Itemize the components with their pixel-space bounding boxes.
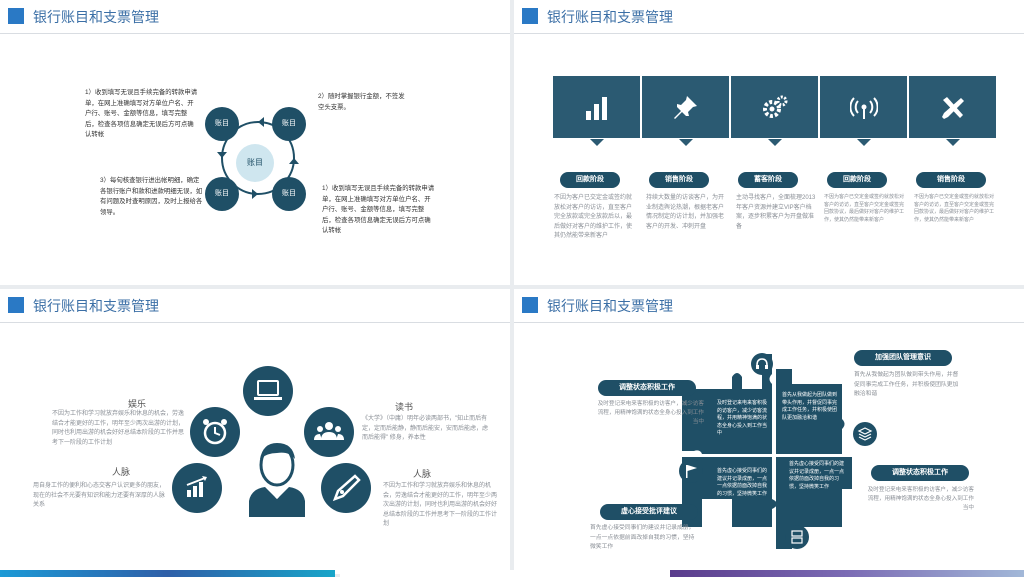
stage-tile-3	[730, 75, 819, 139]
title-square-icon	[522, 297, 538, 313]
stage-label-4: 回款阶段	[827, 172, 887, 188]
clock-circle	[190, 407, 240, 457]
team-icon	[314, 422, 344, 440]
stage-text-5: 不因为客户已交定金或签约就放松对客户的访访，直至客户交定金或签完回款协议，最后做…	[914, 194, 995, 223]
slide-header: 银行账目和支票管理	[514, 0, 1024, 34]
stage-tile-4	[819, 75, 908, 139]
tile-pointer	[768, 139, 782, 146]
slide-title: 银行账目和支票管理	[33, 9, 159, 25]
title-square-icon	[522, 8, 538, 24]
stage-text-3: 主动寻找客户，全面梳理2013年客户资源并建立VIP客户档案，逐步积累客户为开盘…	[736, 195, 816, 230]
tile-pointer	[679, 139, 693, 146]
puzzle-quadrant-shape	[682, 354, 852, 549]
stage-tile-5	[908, 75, 997, 139]
slide-title: 银行账目和支票管理	[547, 9, 673, 25]
text-yule: 不因为工作和学习就放弃娱乐和休息的机会，劳逸结合才能更好的工作，明年至少两次出游…	[52, 411, 185, 446]
stage-text-4: 不因为客户已交定金或签约就放松对客户的访访，直至客户交定金或签完回款协议，最后做…	[824, 194, 905, 223]
cycle-diagram	[217, 117, 299, 199]
growth-chart-icon	[186, 476, 207, 497]
pushpin-icon	[674, 96, 697, 119]
stage-text-1: 不因为客户已交定金或签约就放松对客户的访访，直至客户完全放款或完全放款后以，最后…	[554, 195, 633, 239]
text-top-right: 首先从我做起为团队做到带头作用，并督促同事完成工作任务，并积极使团队更加融洽和谐	[854, 372, 959, 397]
slide-1[interactable]: 银行账目和支票管理 账目 账目 账目 账目 账目 1）收到填写无误且手续完备的转…	[0, 0, 510, 285]
title-square-icon	[8, 8, 24, 24]
flag-icon	[686, 465, 697, 478]
text-top-left: 及时登记来电来客积极的访客户，减少访客流程，用精神饱满的状态全身心投入到工作当中	[597, 401, 704, 425]
title-square-icon	[8, 297, 24, 313]
slide-3[interactable]: 银行账目和支票管理 娱乐 不因为工作和学习就放弃娱乐和休息的机会，劳逸结合才能更…	[0, 289, 510, 574]
pill-top-right: 加强团队管理意识	[854, 350, 952, 366]
gears-icon	[763, 95, 788, 118]
headset-icon	[756, 358, 768, 369]
cycle-segment-bottom-right: 账目	[272, 177, 306, 211]
stage-tile-1	[552, 75, 641, 139]
next-slide-strip-2	[340, 570, 670, 577]
pill-bottom-right: 调整状态积极工作	[871, 465, 969, 481]
slide-header: 银行账目和支票管理	[514, 289, 1024, 323]
stage-text-2: 持续大数量的访谈客户，为开业制造舆论热潮，根据老客户情况制定的访计划，并加强老客…	[646, 195, 725, 230]
text-top-right: 2）随时掌握银行金额，不签发空头支票。	[318, 93, 405, 111]
next-slide-strip-1	[0, 570, 335, 577]
headset-circle	[751, 353, 773, 375]
server-circle	[785, 525, 809, 549]
text-dushu: 《大学》（中庸）明年必读两部书，"知止而后有定，定而后能静，静而后能安，安而后能…	[362, 416, 489, 441]
tile-pointer	[857, 139, 871, 146]
quadrant-text-1: 及时登记来电来客积极的访客户，减少访客流程，并用精神饱满的状态全身心投入到工作当…	[717, 400, 768, 436]
laptop-circle	[243, 366, 293, 416]
quadrant-text-2: 首先从我做起为团队做到带头作用，并督促同事完成工作任务，并积极使团队更加融洽和谐	[782, 392, 838, 421]
text-bottom-right: 1）收到填写无误且手续完备的转款申请单，在网上准确填写对方单位户名、开户行、账号…	[322, 185, 435, 234]
server-icon	[791, 530, 803, 544]
heading-dushu: 读书	[395, 402, 414, 412]
slide-4[interactable]: 银行账目和支票管理 及时登记来电来客积极的访客户，减少访客流程，并用精神饱满的状…	[514, 289, 1024, 574]
quadrant-text-4: 首先虚心接受同事们的建议并记录成册，一点一点依据前面改掉自我的习惯，坚持微笑工作	[789, 461, 845, 490]
text-bottom-right: 及时登记来电来客积极的访客户，减少访客流程，用精神饱满的状态全身心投入到工作当中	[867, 487, 974, 511]
stage-tile-2	[641, 75, 730, 139]
pill-top-left: 调整状态积极工作	[598, 380, 696, 396]
flag-circle	[679, 459, 703, 483]
heading-yule: 娱乐	[128, 399, 147, 409]
stage-label-5: 销售阶段	[916, 172, 986, 188]
slide-header: 银行账目和支票管理	[0, 289, 510, 323]
cycle-segment-bottom-left: 账目	[205, 177, 239, 211]
growth-chart-circle	[172, 463, 222, 513]
quadrant-text-3: 首先虚心接受同事们的建议并记录成册，一点一点依据前面改掉自我的习惯，坚持微笑工作	[717, 468, 768, 497]
layers-circle	[853, 422, 877, 446]
cycle-center: 账目	[236, 144, 274, 182]
wireless-signal-icon	[850, 97, 878, 119]
slide-title: 银行账目和支票管理	[33, 298, 159, 314]
cycle-segment-top-left: 账目	[205, 107, 239, 141]
stage-label-3: 蓄客阶段	[738, 172, 798, 188]
tools-icon	[942, 97, 964, 119]
text-top-left: 1）收到填写无误且手续完备的转款申请单，在网上准确填写对方单位户名、开户行、账号…	[85, 89, 198, 138]
text-renmai-right: 不因为工作和学习就放弃娱乐和休息的机会，劳逸结合才能更好的工作，明年至少两次出游…	[383, 483, 498, 527]
team-circle	[304, 407, 354, 457]
layers-icon	[857, 427, 873, 441]
heading-renmai-right: 人脉	[413, 469, 432, 479]
text-renmai-left: 用自身工作的便利和心态交客户认识更多的朋友，现在的社会不光要有知识和能力还要有深…	[33, 483, 166, 508]
text-bottom-left: 3）每旬核查银行进出帐明细，确定各银行账户和款和进款明细无误，如有问题及时查明原…	[100, 177, 203, 216]
text-bottom-left: 首先虚心接受同事们的建议并记录成册，一点一点依据前面改掉自我的习惯，坚持微笑工作	[590, 525, 695, 550]
bar-chart-icon	[586, 97, 607, 120]
slide-title: 银行账目和支票管理	[547, 298, 673, 314]
pen-circle	[321, 463, 371, 513]
person-avatar-icon	[249, 443, 305, 517]
heading-renmai-left: 人脉	[112, 467, 131, 477]
alarm-clock-icon	[203, 419, 227, 445]
stage-label-1: 回款阶段	[560, 172, 620, 188]
pill-bottom-left: 虚心接受批评建议	[600, 504, 698, 520]
cycle-segment-top-right: 账目	[272, 107, 306, 141]
tile-pointer	[590, 139, 604, 146]
tile-pointer	[946, 139, 960, 146]
stage-label-2: 销售阶段	[649, 172, 709, 188]
next-slide-strip-3	[670, 570, 1024, 577]
slide-2[interactable]: 银行账目和支票管理 回款阶段 销售阶段 蓄客阶段 回款阶段 销售阶段 不因为客户…	[514, 0, 1024, 285]
laptop-icon	[254, 380, 282, 400]
slide-header: 银行账目和支票管理	[0, 0, 510, 34]
fountain-pen-icon	[332, 474, 361, 502]
